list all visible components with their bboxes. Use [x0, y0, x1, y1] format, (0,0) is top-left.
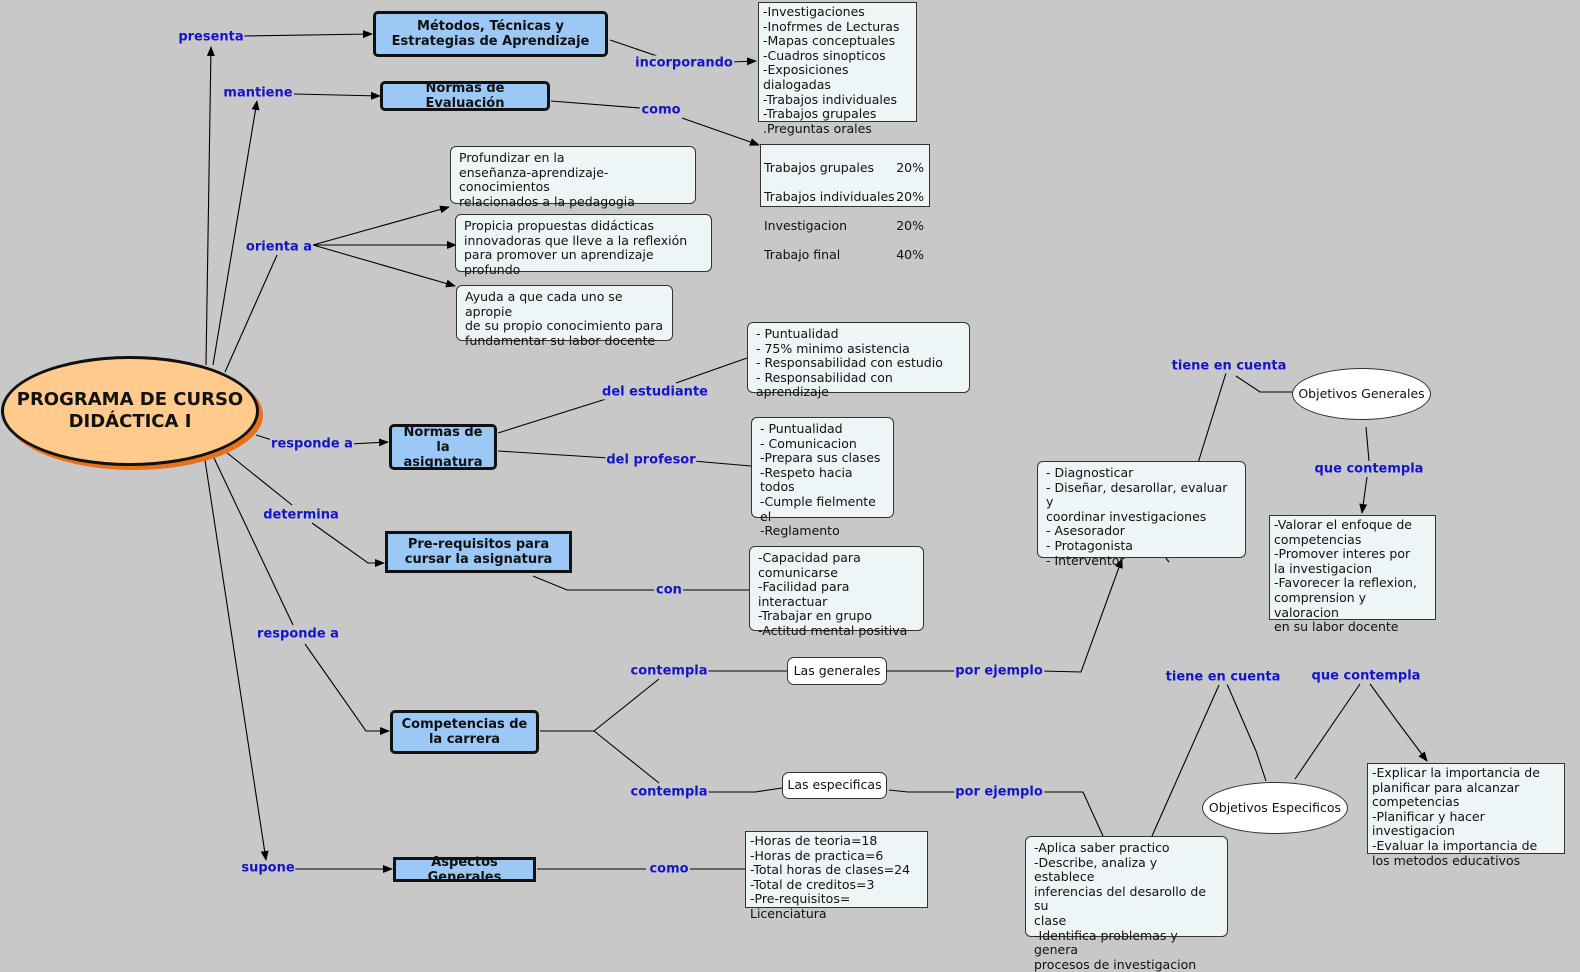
concept-aspectos-generales[interactable]: Aspectos Generales — [393, 855, 536, 885]
connector-lines — [204, 30, 1428, 873]
concept-las-especificas[interactable]: Las especificas — [782, 772, 887, 799]
estudiante-norms: - Puntualidad - 75% minimo asistencia - … — [747, 322, 970, 399]
link-responde-a-1: responde a — [270, 436, 354, 452]
link-como-evaluacion: como — [640, 102, 682, 118]
link-contempla-1: contempla — [629, 663, 709, 679]
evaluation-row: Investigacion 20% — [764, 217, 924, 234]
link-orienta-a: orienta a — [244, 239, 314, 255]
evaluation-pct: 20% — [896, 159, 924, 175]
orienta-item-3: Ayuda a que cada uno se apropie de su pr… — [456, 285, 673, 348]
especificas-examples: -Aplica saber practico -Describe, analiz… — [1025, 836, 1228, 972]
link-determina: determina — [262, 507, 340, 523]
link-mantiene: mantiene — [222, 85, 294, 101]
main-topic[interactable]: PROGRAMA DE CURSO DIDÁCTICA I — [1, 356, 259, 466]
link-del-estudiante: del estudiante — [601, 384, 709, 400]
concept-normas-asignatura[interactable]: Normas de la asignatura — [389, 424, 497, 470]
prerequisitos-list: -Capacidad para comunicarse -Facilidad p… — [749, 546, 924, 638]
link-supone: supone — [240, 860, 296, 876]
evaluation-row: Trabajos grupales 20% — [764, 159, 924, 176]
evaluation-pct: 20% — [896, 188, 924, 204]
concept-normas-evaluacion[interactable]: Normas de Evaluación — [380, 81, 550, 111]
concept-metodos[interactable]: Métodos, Técnicas y Estrategias de Apren… — [373, 11, 608, 57]
evaluation-table: Trabajos grupales 20% Trabajos individual… — [760, 144, 930, 262]
aspectos-list: -Horas de teoria=18 -Horas de practica=6… — [745, 831, 928, 921]
concept-las-generales[interactable]: Las generales — [787, 657, 887, 685]
concept-prerequisitos[interactable]: Pre-requisitos para cursar la asignatura — [385, 531, 572, 573]
concept-competencias[interactable]: Competencias de la carrera — [390, 710, 539, 754]
evaluation-pct: 20% — [896, 217, 924, 233]
link-que-contempla-2: que contempla — [1310, 668, 1422, 684]
link-del-profesor: del profesor — [605, 452, 697, 468]
evaluation-item: Trabajos individuales — [764, 188, 895, 204]
orienta-item-1: Profundizar en la enseñanza-aprendizaje-… — [450, 146, 696, 209]
link-tiene-en-cuenta-2: tiene en cuenta — [1164, 669, 1282, 685]
evaluation-row: Trabajo final 40% — [764, 248, 924, 263]
link-con: con — [655, 582, 683, 598]
link-presenta: presenta — [177, 29, 245, 45]
link-incorporando: incorporando — [634, 55, 734, 71]
link-por-ejemplo-2: por ejemplo — [954, 784, 1044, 800]
orienta-item-2: Propicia propuestas didácticas innovador… — [455, 214, 712, 277]
link-que-contempla-1: que contempla — [1313, 461, 1425, 477]
objetivos-generales-list: -Valorar el enfoque de competencias -Pro… — [1269, 515, 1436, 634]
incorporando-list: -Investigaciones -Inofrmes de Lecturas -… — [758, 2, 917, 136]
generales-examples: - Diagnosticar - Diseñar, desarollar, ev… — [1037, 461, 1246, 567]
link-por-ejemplo-1: por ejemplo — [954, 663, 1044, 679]
link-responde-a-2: responde a — [256, 626, 340, 642]
concept-objetivos-especificos[interactable]: Objetivos Especificos — [1202, 782, 1348, 834]
objetivos-especificos-list: -Explicar la importancia de planificar p… — [1367, 763, 1565, 867]
evaluation-item: Trabajo final — [764, 247, 841, 263]
link-contempla-2: contempla — [629, 784, 709, 800]
evaluation-item: Trabajos grupales — [764, 159, 875, 175]
evaluation-pct: 40% — [896, 247, 924, 263]
profesor-norms: - Puntualidad - Comunicacion -Prepara su… — [751, 417, 894, 538]
link-tiene-en-cuenta-1: tiene en cuenta — [1170, 358, 1288, 374]
evaluation-item: Investigacion — [764, 217, 848, 233]
concept-objetivos-generales[interactable]: Objetivos Generales — [1292, 368, 1431, 420]
link-como-aspectos: como — [648, 861, 690, 877]
